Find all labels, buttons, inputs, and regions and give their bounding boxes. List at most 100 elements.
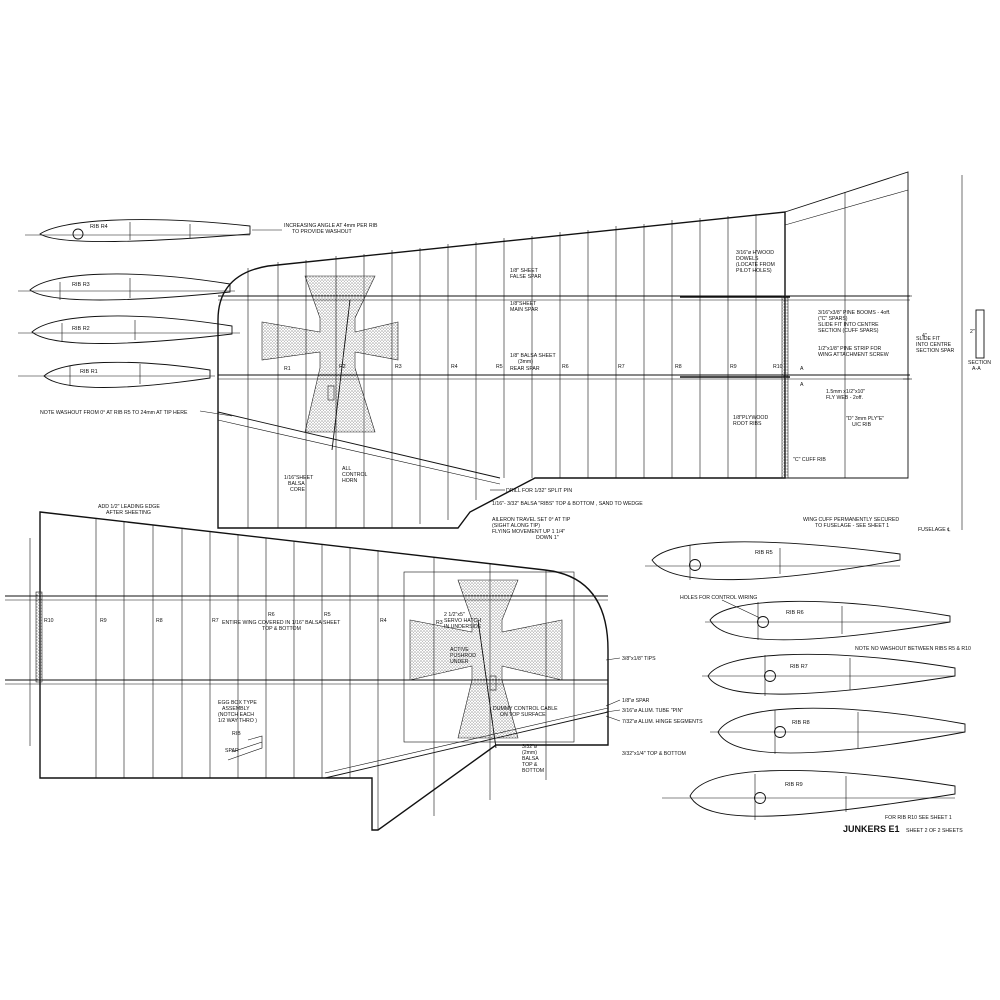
svg-text:1/8"PLYWOOD: 1/8"PLYWOOD [733, 415, 768, 421]
svg-text:R3: R3 [395, 364, 402, 370]
svg-text:R4: R4 [380, 618, 387, 624]
svg-text:3/32"ø: 3/32"ø [522, 744, 538, 750]
svg-text:PUSHROD: PUSHROD [450, 653, 476, 659]
svg-text:PILOT HOLES): PILOT HOLES) [736, 268, 772, 274]
svg-text:(LOCATE FROM: (LOCATE FROM [736, 262, 775, 268]
rib-label-r2: RIB R2 [72, 326, 90, 332]
upper-wing-plan [217, 171, 910, 529]
svg-text:HORN: HORN [342, 478, 358, 484]
svg-text:1/2"x1/8" PINE STRIP FOR: 1/2"x1/8" PINE STRIP FOR [818, 346, 882, 352]
rib-label-r1: RIB R1 [80, 369, 98, 375]
svg-text:A: A [800, 382, 804, 388]
svg-text:AFTER SHEETING: AFTER SHEETING [106, 510, 151, 516]
svg-text:(NOTCH EACH: (NOTCH EACH [218, 712, 254, 718]
svg-text:HOLES FOR CONTROL WIRING: HOLES FOR CONTROL WIRING [680, 595, 757, 601]
rib-profile-r7: RIB R7 [702, 653, 956, 696]
svg-text:INTO CENTRE: INTO CENTRE [916, 342, 952, 348]
rib-profile-r8: RIB R8 [710, 707, 966, 754]
svg-text:1/8" BALSA SHEET: 1/8" BALSA SHEET [510, 353, 556, 359]
svg-text:"D" 3mm PLY: "D" 3mm PLY [846, 416, 878, 422]
svg-text:DRILL FOR 1/32" SPLIT PIN: DRILL FOR 1/32" SPLIT PIN [506, 488, 572, 494]
svg-text:1/8"SHEET: 1/8"SHEET [510, 301, 537, 307]
svg-text:ENTIRE WING COVERED IN 1/16" B: ENTIRE WING COVERED IN 1/16" BALSA SHEET [222, 620, 341, 626]
svg-text:R2: R2 [339, 364, 346, 370]
sheet-number: SHEET 2 OF 2 SHEETS [906, 828, 963, 834]
svg-text:4": 4" [922, 333, 927, 339]
svg-text:R7: R7 [618, 364, 625, 370]
svg-text:CORE: CORE [290, 487, 306, 493]
svg-text:R6: R6 [268, 612, 275, 618]
lower-wing-rib-labels: R10 R9 R8 R7 R6 R5 R4 R3 [44, 612, 443, 626]
increasing-angle-note: INCREASING ANGLE AT 4mm PER RIB TO PROVI… [252, 223, 378, 235]
svg-text:"E": "E" [877, 416, 884, 422]
rib-profile-r1: RIB R1 [18, 361, 215, 388]
svg-text:ADD 1/2" LEADING EDGE: ADD 1/2" LEADING EDGE [98, 504, 160, 510]
rib-profile-r6: RIB R6 [705, 600, 951, 641]
svg-text:ACTIVE: ACTIVE [450, 647, 469, 653]
title-block: JUNKERS E1 SHEET 2 OF 2 SHEETS [843, 824, 963, 834]
svg-text:A-A: A-A [972, 366, 981, 372]
svg-text:TOP & BOTTOM: TOP & BOTTOM [262, 626, 301, 632]
upper-wing-rib-labels: R1 R2 R3 R4 R5 R6 R7 R8 R9 R10 [284, 364, 783, 372]
svg-text:SECTION (CUFF SPARS): SECTION (CUFF SPARS) [818, 328, 879, 334]
svg-text:R4: R4 [451, 364, 458, 370]
svg-text:DUMMY CONTROL CABLE: DUMMY CONTROL CABLE [493, 706, 558, 712]
right-notes: HOLES FOR CONTROL WIRING NOTE NO WASHOUT… [680, 595, 971, 821]
svg-text:7/32"ø ALUM. HINGE SEGMENTS: 7/32"ø ALUM. HINGE SEGMENTS [622, 719, 703, 725]
svg-text:TOP &: TOP & [522, 762, 538, 768]
svg-text:ROOT RIBS: ROOT RIBS [733, 421, 762, 427]
svg-text:SECTION: SECTION [968, 360, 991, 366]
svg-text:U/C RIB: U/C RIB [852, 422, 872, 428]
svg-text:2": 2" [970, 329, 975, 335]
svg-text:SERVO HATCH: SERVO HATCH [444, 618, 481, 624]
svg-text:FALSE SPAR: FALSE SPAR [510, 274, 542, 280]
svg-text:3/16"ø H'WOOD: 3/16"ø H'WOOD [736, 250, 774, 256]
svg-text:TO FUSELAGE - SEE SHEET 1: TO FUSELAGE - SEE SHEET 1 [815, 523, 889, 529]
svg-text:TO PROVIDE WASHOUT: TO PROVIDE WASHOUT [292, 229, 352, 235]
svg-text:"C" CUFF RIB: "C" CUFF RIB [793, 457, 826, 463]
lower-wing-plan [5, 511, 609, 831]
svg-text:ON TOP SURFACE: ON TOP SURFACE [500, 712, 546, 718]
svg-text:NOTE WASHOUT FROM 0° AT RIB R5: NOTE WASHOUT FROM 0° AT RIB R5 TO 24mm A… [40, 410, 188, 416]
upper-wing-notes: 1/8" SHEET FALSE SPAR 1/8"SHEET MAIN SPA… [40, 250, 954, 541]
svg-text:3/16"ø ALUM. TUBE "PIN": 3/16"ø ALUM. TUBE "PIN" [622, 708, 683, 714]
rib-label-r4: RIB R4 [90, 224, 108, 230]
svg-text:1/8" SHEET: 1/8" SHEET [510, 268, 539, 274]
svg-text:IN UNDERSIDE: IN UNDERSIDE [444, 624, 482, 630]
svg-text:FOR RIB R10 SEE SHEET 1: FOR RIB R10 SEE SHEET 1 [885, 815, 952, 821]
svg-text:R5: R5 [496, 364, 503, 370]
rib-label-r5: RIB R5 [755, 550, 773, 556]
svg-text:R9: R9 [730, 364, 737, 370]
svg-text:INCREASING ANGLE AT 4mm PER RI: INCREASING ANGLE AT 4mm PER RIB [284, 223, 378, 229]
svg-text:1/2 WAY THRO ): 1/2 WAY THRO ) [218, 718, 257, 724]
svg-text:BALSA: BALSA [288, 481, 305, 487]
rib-profile-r4: RIB R4 [25, 219, 251, 243]
svg-text:FUSELAGE ℄: FUSELAGE ℄ [918, 527, 951, 533]
rib-label-r7: RIB R7 [790, 664, 808, 670]
svg-text:CONTROL: CONTROL [342, 472, 367, 478]
svg-text:("C" SPARS): ("C" SPARS) [818, 316, 848, 322]
svg-text:A: A [800, 366, 804, 372]
svg-text:SLIDE FIT INTO CENTRE: SLIDE FIT INTO CENTRE [818, 322, 879, 328]
section-a-a: 2" SECTION A-A [903, 175, 991, 530]
svg-text:MAIN SPAR: MAIN SPAR [510, 307, 538, 313]
svg-text:FLYING MOVEMENT UP 1 1/4": FLYING MOVEMENT UP 1 1/4" [492, 529, 565, 535]
svg-text:R10: R10 [773, 364, 783, 370]
svg-text:R8: R8 [675, 364, 682, 370]
rib-profile-r5: RIB R5 [645, 541, 901, 581]
svg-text:REAR SPAR: REAR SPAR [510, 366, 540, 372]
svg-text:SLIDE FIT: SLIDE FIT [916, 336, 941, 342]
svg-text:2 1/2"x5": 2 1/2"x5" [444, 612, 465, 618]
rib-label-r3: RIB R3 [72, 282, 90, 288]
svg-text:R9: R9 [100, 618, 107, 624]
svg-text:DOWN 1": DOWN 1" [536, 535, 559, 541]
rib-profile-r2: RIB R2 [18, 315, 240, 344]
svg-text:(3mm): (3mm) [518, 359, 533, 365]
svg-text:NOTE NO WASHOUT BETWEEN RIBS R: NOTE NO WASHOUT BETWEEN RIBS R5 & R10 [855, 646, 971, 652]
svg-text:R5: R5 [324, 612, 331, 618]
svg-text:SPAR: SPAR [225, 748, 239, 754]
rib-profile-r9: RIB R9 [662, 770, 956, 820]
svg-text:1/8"ø SPAR: 1/8"ø SPAR [622, 698, 650, 704]
